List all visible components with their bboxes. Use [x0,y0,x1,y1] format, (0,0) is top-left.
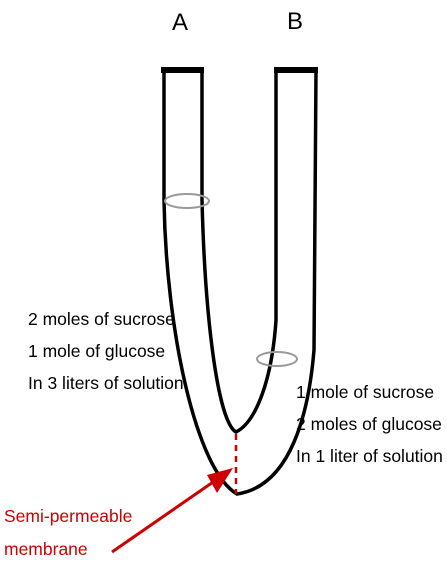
arm-label-b: B [287,8,304,35]
liquid-level-ring-b [256,351,298,367]
side-a-line-2: 1 mole of glucose [28,341,166,361]
side-b-line-3: In 1 liter of solution [296,446,443,466]
side-b-line-1: 1 mole of sucrose [296,382,435,402]
membrane-label: Semi-permeable membrane [4,500,132,566]
membrane-arrow-head [207,468,233,493]
side-a-contents: 2 moles of sucrose 1 mole of glucose In … [28,303,184,399]
membrane-label-line-2: membrane [4,539,88,559]
side-a-line-3: In 3 liters of solution [28,373,184,393]
membrane-label-line-1: Semi-permeable [4,506,133,526]
membrane-arrow-shaft [111,478,217,554]
side-a-line-1: 2 moles of sucrose [28,309,175,329]
side-b-contents: 1 mole of sucrose 2 moles of glucose In … [296,376,443,472]
liquid-level-ring-a [164,193,210,209]
tube-outer-wall [162,69,318,496]
side-b-line-2: 2 moles of glucose [296,414,442,434]
arm-label-a: A [172,9,189,36]
tube-inner-wall [200,70,278,434]
